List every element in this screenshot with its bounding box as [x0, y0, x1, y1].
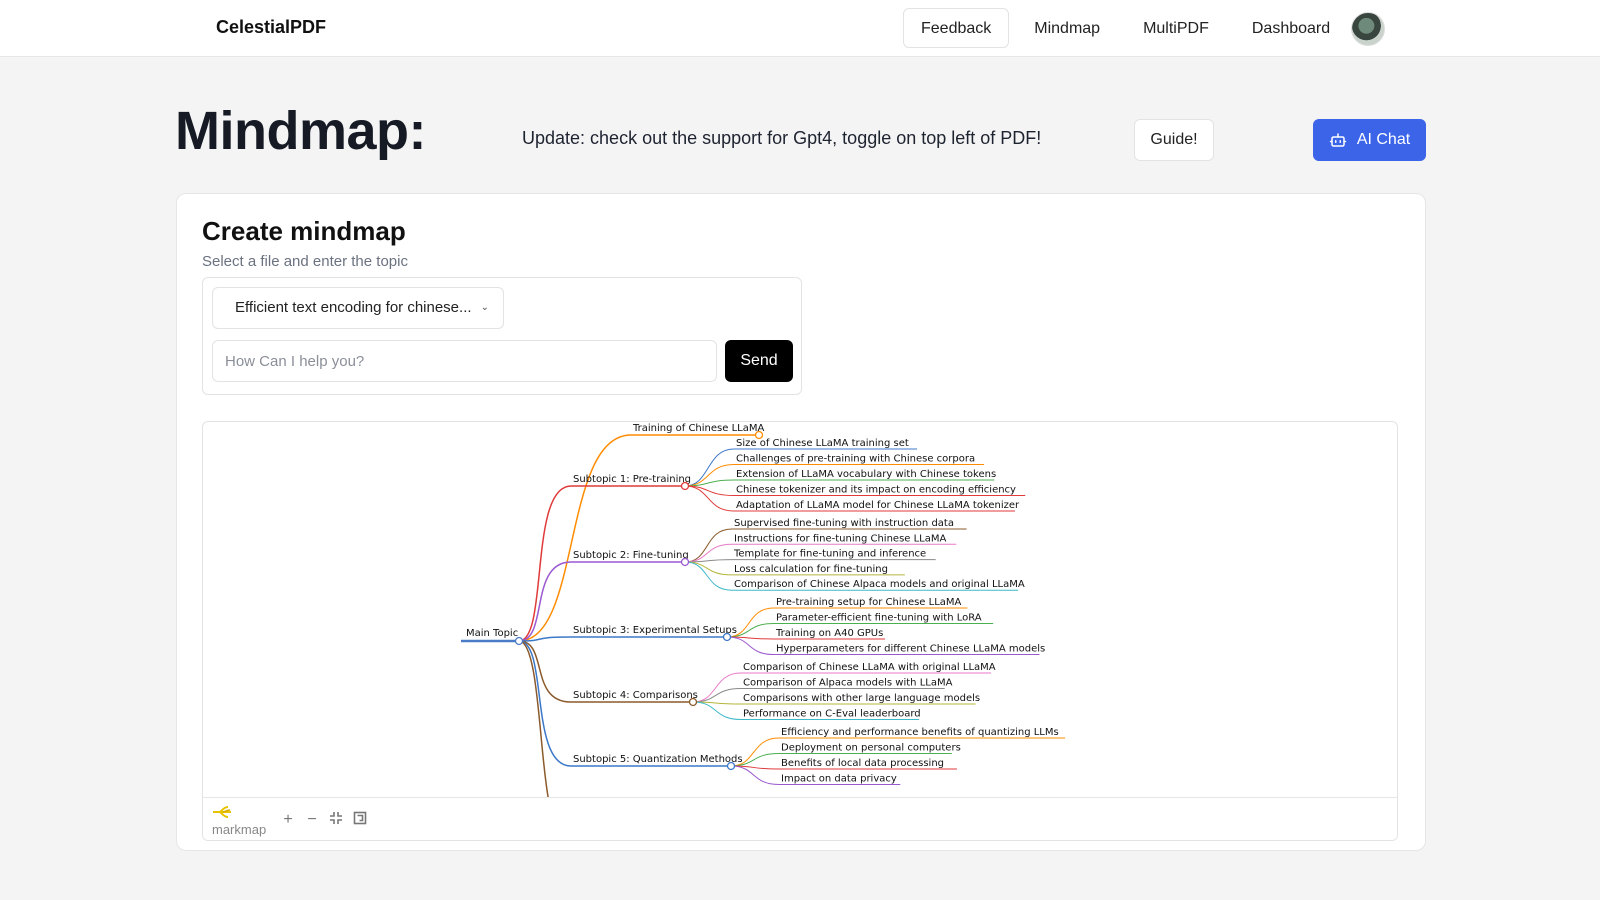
- mindmap-root-label[interactable]: Main Topic: [466, 628, 518, 639]
- mindmap-leaf-link: [692, 672, 742, 703]
- update-banner-text: Update: check out the support for Gpt4, …: [522, 128, 1042, 148]
- nav-mindmap-link[interactable]: Mindmap: [1034, 20, 1101, 37]
- mindmap-leaf-link: [730, 765, 780, 785]
- mindmap-branch-label[interactable]: Subtopic 1: Pre-training: [573, 474, 691, 485]
- markmap-toolbar: markmap + −: [203, 797, 1397, 840]
- guide-button[interactable]: Guide!: [1134, 119, 1214, 161]
- mindmap-leaf-link: [726, 636, 775, 655]
- mindmap-leaf-label[interactable]: Instructions for fine-tuning Chinese LLa…: [734, 533, 947, 544]
- mindmap-leaf-label[interactable]: Performance on C-Eval leaderboard: [743, 709, 921, 720]
- mindmap-node-toggle[interactable]: [754, 430, 764, 440]
- mindmap-node-toggle[interactable]: [722, 632, 732, 642]
- mindmap-node-toggle[interactable]: [680, 557, 690, 567]
- mindmap-branch-link: [518, 561, 572, 642]
- mindmap-leaf-label[interactable]: Hyperparameters for different Chinese LL…: [776, 644, 1045, 655]
- file-select[interactable]: Efficient text encoding for chinese... ⌄: [212, 287, 504, 329]
- mindmap-leaf-label[interactable]: Training on A40 GPUs: [775, 628, 883, 639]
- mindmap-branch-link: [518, 434, 632, 642]
- mindmap-leaf-label[interactable]: Supervised fine-tuning with instruction …: [734, 518, 954, 529]
- top-navbar: CelestialPDF Feedback Mindmap MultiPDF D…: [0, 0, 1600, 57]
- zoom-in-icon[interactable]: +: [283, 811, 293, 828]
- fit-window-icon[interactable]: [327, 811, 345, 829]
- mindmap-branch-label[interactable]: Subtopic 2: Fine-tuning: [573, 550, 689, 561]
- mindmap-branch-label[interactable]: Subtopic 5: Quantization Methods: [573, 754, 743, 765]
- mindmap-leaf-link: [684, 485, 735, 512]
- toggle-recursive-icon[interactable]: [351, 811, 369, 829]
- mindmap-leaf-label[interactable]: Comparison of Chinese Alpaca models and …: [734, 579, 1025, 590]
- nav-feedback-link[interactable]: Feedback: [903, 8, 1010, 48]
- mindmap-branch-label[interactable]: Training of Chinese LLaMA: [632, 423, 764, 434]
- mindmap-leaf-label[interactable]: Adaptation of LLaMA model for Chinese LL…: [736, 500, 1020, 511]
- mindmap-node-toggle[interactable]: [514, 636, 524, 646]
- mindmap-leaf-link: [684, 561, 733, 576]
- mindmap-branch-link: [518, 640, 572, 703]
- mindmap-branch-label[interactable]: Subtopic 3: Experimental Setups: [573, 625, 737, 636]
- card-title: Create mindmap: [202, 216, 406, 246]
- mindmap-branch-label[interactable]: Subtopic 4: Comparisons: [573, 690, 698, 701]
- mindmap-leaf-link: [684, 561, 733, 591]
- create-mindmap-card: Create mindmap Select a file and enter t…: [176, 193, 1426, 851]
- nav-multipdf-link[interactable]: MultiPDF: [1143, 20, 1209, 37]
- mindmap-leaf-label[interactable]: Size of Chinese LLaMA training set: [736, 438, 909, 449]
- page-title: Mindmap:: [175, 101, 426, 161]
- markmap-brand[interactable]: markmap: [212, 822, 267, 837]
- mindmap-leaf-label[interactable]: Template for fine-tuning and inference: [733, 549, 926, 560]
- mindmap-leaf-label[interactable]: Impact on data privacy: [781, 774, 897, 785]
- nav-links: Feedback Mindmap MultiPDF Dashboard: [903, 8, 1355, 48]
- mindmap-leaf-label[interactable]: Comparisons with other large language mo…: [743, 693, 980, 704]
- mindmap-leaf-label[interactable]: Extension of LLaMA vocabulary with Chine…: [736, 469, 996, 480]
- mindmap-leaf-label[interactable]: Comparison of Chinese LLaMA with origina…: [743, 662, 996, 673]
- mindmap-leaf-label[interactable]: Pre-training setup for Chinese LLaMA: [776, 597, 962, 608]
- mindmap-node-toggle[interactable]: [680, 481, 690, 491]
- mindmap-leaf-label[interactable]: Challenges of pre-training with Chinese …: [736, 454, 975, 465]
- mindmap-leaf-label[interactable]: Deployment on personal computers: [781, 743, 961, 754]
- topic-input[interactable]: [212, 340, 717, 382]
- mindmap-leaf-label[interactable]: Loss calculation for fine-tuning: [734, 564, 888, 575]
- mindmap-branch-link: [518, 636, 572, 642]
- card-subtitle: Select a file and enter the topic: [202, 253, 408, 270]
- mindmap-svg[interactable]: Training of Chinese LLaMA Subtopic 1: Pre…: [203, 422, 1398, 797]
- zoom-out-icon[interactable]: −: [307, 811, 317, 828]
- mindmap-leaf-link: [684, 528, 733, 563]
- chevron-down-icon: ⌄: [480, 302, 489, 313]
- user-avatar[interactable]: [1351, 12, 1385, 46]
- mindmap-leaf-label[interactable]: Efficiency and performance benefits of q…: [781, 727, 1059, 738]
- file-select-value: Efficient text encoding for chinese...: [235, 299, 472, 316]
- mindmap-leaf-link: [692, 688, 742, 703]
- robot-icon: [1329, 133, 1347, 147]
- mindmap-branch-link: [518, 640, 549, 797]
- mindmap-form: Efficient text encoding for chinese... ⌄…: [202, 277, 802, 395]
- send-button[interactable]: Send: [725, 340, 793, 382]
- mindmap-node-toggle[interactable]: [688, 697, 698, 707]
- markmap-logo-icon: [213, 806, 231, 818]
- mindmap-leaf-label[interactable]: Comparison of Alpaca models with LLaMA: [743, 678, 953, 689]
- mindmap-branch-link: [518, 640, 572, 767]
- mindmap-leaf-link: [684, 485, 735, 496]
- brand-logo[interactable]: CelestialPDF: [216, 17, 327, 37]
- mindmap-branch-link: [518, 485, 572, 642]
- mindmap-leaf-link: [692, 701, 742, 720]
- ai-chat-button[interactable]: AI Chat: [1313, 119, 1426, 161]
- mindmap-leaf-label[interactable]: Chinese tokenizer and its impact on enco…: [736, 485, 1016, 496]
- mindmap-canvas[interactable]: Training of Chinese LLaMA Subtopic 1: Pre…: [202, 421, 1398, 841]
- nav-dashboard-link[interactable]: Dashboard: [1251, 20, 1331, 37]
- mindmap-node-toggle[interactable]: [726, 761, 736, 771]
- ai-chat-label: AI Chat: [1356, 131, 1411, 148]
- mindmap-leaf-label[interactable]: Benefits of local data processing: [781, 758, 944, 769]
- mindmap-leaf-label[interactable]: Parameter-efficient fine-tuning with LoR…: [776, 613, 982, 624]
